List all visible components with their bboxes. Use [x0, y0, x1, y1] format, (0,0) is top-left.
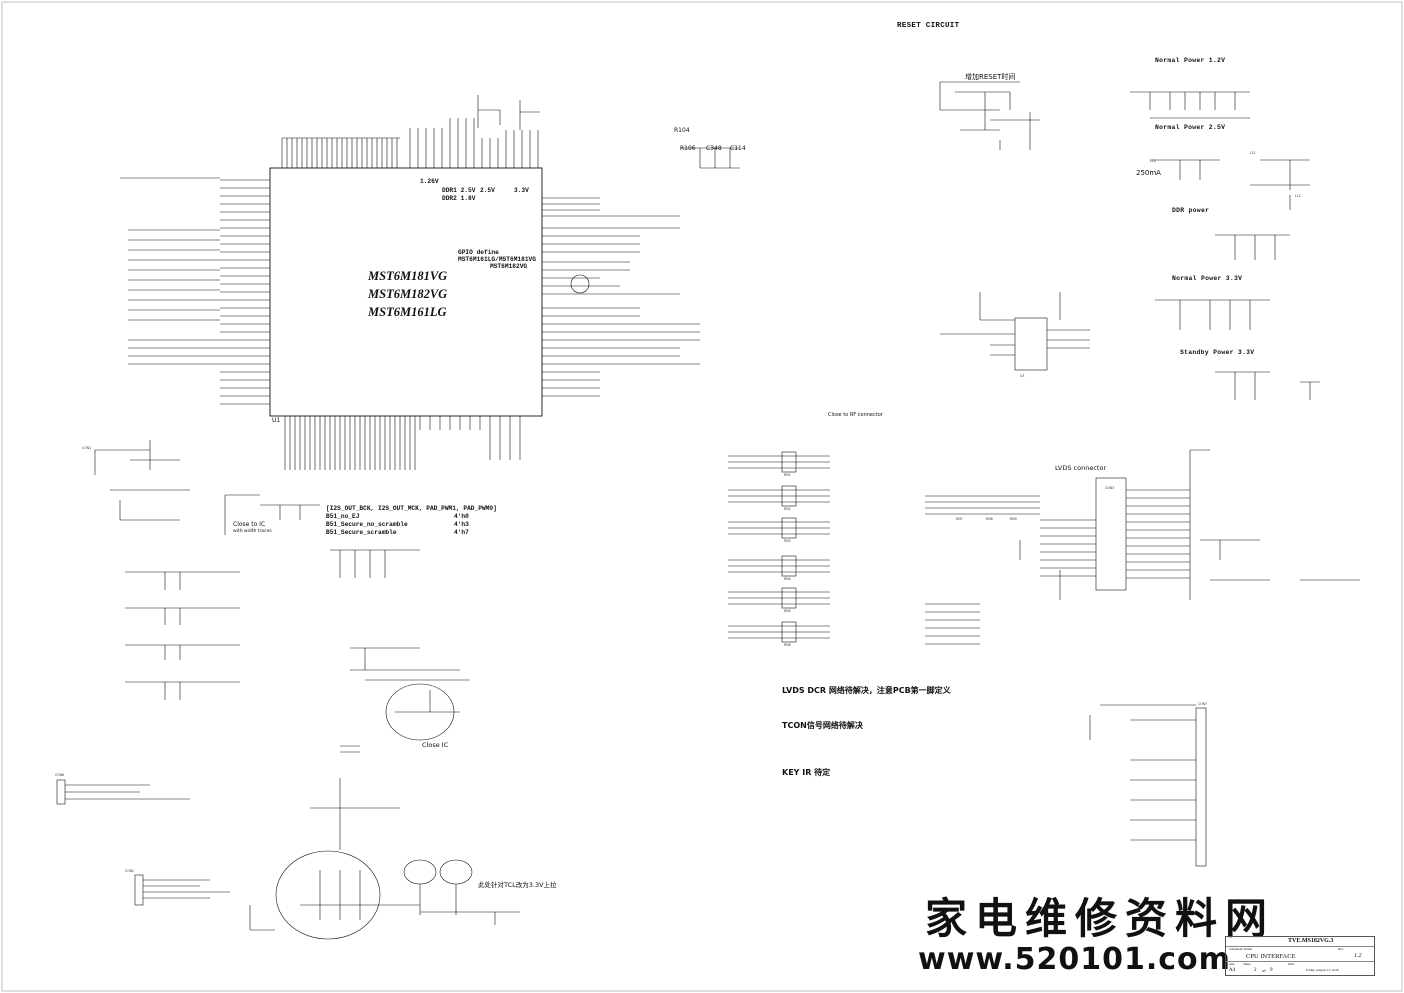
- refdes-u3: U3: [1020, 374, 1025, 378]
- config-row-name-1: B51_no_EJ: [326, 513, 360, 520]
- close-to-ic-note: Close to IC: [233, 521, 266, 528]
- title-schematic-name-label: Schematic Name: [1229, 947, 1253, 951]
- title-rev: 1.2: [1354, 953, 1362, 959]
- reset-cn-note: 增加RESET时间: [965, 73, 1016, 81]
- config-row-value-2: 4'h3: [454, 521, 469, 528]
- refdes-c348: C348: [706, 145, 722, 152]
- refdes-con2: CON2: [125, 869, 135, 873]
- watermark-url: www.520101.com: [918, 942, 1231, 977]
- title-block: TVE.MS182VG.3 Schematic Name CPU INTERFA…: [1225, 936, 1375, 976]
- refdes-l11: L11: [1250, 151, 1256, 155]
- title-total: 9: [1270, 968, 1273, 973]
- config-row-name-2: B51_Secure_no_scramble: [326, 521, 408, 528]
- refdes-rn3: RN3: [784, 539, 791, 543]
- watermark-cn: 家电维修资料网: [925, 894, 1276, 943]
- config-row-name-3: B51_Secure_scramble: [326, 529, 397, 536]
- voltage-label-3: DDR2 1.8V: [442, 195, 476, 202]
- refdes-r106: R106: [680, 145, 696, 152]
- chip-name-2: MST6M182VG: [368, 287, 448, 301]
- title-sheet: 2: [1254, 968, 1257, 973]
- title-project: TVE.MS182VG.3: [1288, 938, 1334, 944]
- power-title-ddr: DDR power: [1172, 207, 1210, 214]
- title-date-label: Date: [1288, 962, 1295, 966]
- note-key-ir: KEY IR 待定: [782, 768, 831, 777]
- title-size: A4: [1229, 968, 1236, 973]
- power-title-3v3: Normal Power 3.3V: [1172, 275, 1243, 282]
- refdes-l10: L10: [1150, 159, 1156, 163]
- close-to-ic-width-note: with width traces: [233, 529, 272, 534]
- refdes-c114: C114: [730, 145, 746, 152]
- config-row-value-3: 4'h7: [454, 529, 469, 536]
- title-sheet-label: Sheet: [1243, 962, 1251, 966]
- voltage-label-1: 1.26V: [420, 178, 439, 185]
- title-date: Friday, August 13, 2010: [1306, 968, 1339, 972]
- note-lvds: LVDS DCR 网络待解决，注意PCB第一脚定义: [782, 686, 951, 695]
- title-rev-label: Rev: [1338, 947, 1344, 951]
- refdes-rn7: RN7: [956, 517, 963, 521]
- refdes-r104: R104: [674, 127, 690, 134]
- tcl-note: 此处针对TCL改为3.3V上拉: [478, 881, 557, 889]
- refdes-rn9: RN9: [1010, 517, 1017, 521]
- voltage-label-5: 3.3V: [514, 187, 529, 194]
- gpio-define-line-2: MST6M182VG: [490, 263, 528, 270]
- refdes-rn8: RN8: [986, 517, 993, 521]
- voltage-label-2: DDR1 2.5V: [442, 187, 476, 194]
- power-title-standby: Standby Power 3.3V: [1180, 349, 1255, 356]
- refdes-rn2: RN2: [784, 507, 791, 511]
- refdes-l12: L12: [1295, 194, 1301, 198]
- refdes-rn5: RN5: [784, 609, 791, 613]
- note-tcon: TCON信号网络待解决: [782, 721, 863, 730]
- refdes-rn4: RN4: [784, 577, 791, 581]
- gpio-define-line-1: MST6M161LG/MST6M181VG: [458, 256, 536, 263]
- close-ic-note: Close IC: [422, 741, 449, 749]
- title-of-label: of: [1262, 968, 1266, 973]
- refdes-rn6: RN6: [784, 643, 791, 647]
- config-row-value-1: 4'h0: [454, 513, 469, 520]
- refdes-rn1: RN1: [784, 473, 791, 477]
- chip-name-1: MST6M181VG: [368, 269, 448, 283]
- voltage-label-4: 2.5V: [480, 187, 495, 194]
- title-size-label: Size: [1229, 962, 1235, 966]
- power-title-1v2: Normal Power 1.2V: [1155, 57, 1226, 64]
- config-table-header: [I2S_OUT_BCK, I2S_OUT_MCK, PAD_PWM1, PAD…: [326, 505, 497, 512]
- lvds-connector-title: LVDS connector: [1055, 464, 1107, 472]
- reset-circuit-title: RESET CIRCUIT: [897, 22, 960, 30]
- chip-name-3: MST6M161LG: [368, 305, 447, 319]
- refdes-con1: CON1: [82, 446, 92, 450]
- close-rf-note: Close to RF connector: [828, 412, 883, 418]
- refdes-con6: CON6: [55, 773, 65, 777]
- power-title-2v5: Normal Power 2.5V: [1155, 124, 1226, 131]
- refdes-con3: CON3: [1105, 486, 1115, 490]
- current-note: 250mA: [1136, 169, 1161, 177]
- chip-ref: U1: [272, 417, 281, 424]
- title-schematic-name: CPU INTERFACE: [1246, 953, 1296, 960]
- refdes-con7: CON7: [1198, 702, 1208, 706]
- gpio-define-title: GPIO define: [458, 249, 499, 256]
